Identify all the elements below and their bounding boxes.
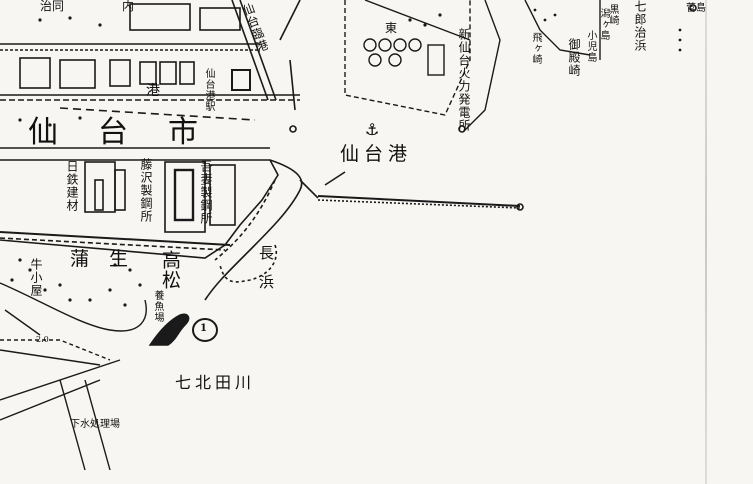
label-fish-farm: 養魚場 [152,290,163,323]
label-sewage-plant: 下水処理場 [70,419,120,430]
label-tobizaki: 飛ヶ崎 [530,32,541,65]
label-sendai-city: 仙台市 [28,115,238,150]
label-shin-sendai-power: 新仙台火力発電所 [457,28,471,132]
label-gamo: 蒲生 [70,248,149,270]
label-kurozaki: 黒崎 [607,4,618,26]
label-uchi: 内 [122,0,135,13]
label-sendai-port: 仙台港 [340,143,413,165]
label-sugeshima: 菅島 [686,3,706,14]
label-kojima: 小児島 [585,30,596,63]
label-higashi: 東 [385,21,398,35]
anchor-icon: ⚓ [365,120,379,139]
label-gotenzaki: 御殿崎 [567,38,581,77]
label-sendai-port-station: 仙台港駅 [203,68,214,112]
label-shichirojihama: 七郎治浜 [633,0,647,52]
label-elevation: 2.0 [36,335,49,344]
label-port: 港 [146,83,160,99]
label-jicho: 治同 [40,0,65,13]
label-fujisawa-steel: 藤沢製鋼所 [139,158,153,223]
label-nittetsu-kenzai: 日鉄建材 [65,160,79,212]
label-takamatsu: 高松 [159,250,181,290]
label-ushi-koya: 牛小屋 [29,258,43,297]
label-nanakita-river: 七北田川 [175,373,256,392]
page-fold [705,0,707,484]
label-marker-one: 1 [200,323,207,334]
label-nagahama: 長浜 [257,245,275,303]
label-tide: 潟ヶ島 [598,8,609,41]
label-azuma-steel: 吾妻製鋼所 [199,160,213,225]
